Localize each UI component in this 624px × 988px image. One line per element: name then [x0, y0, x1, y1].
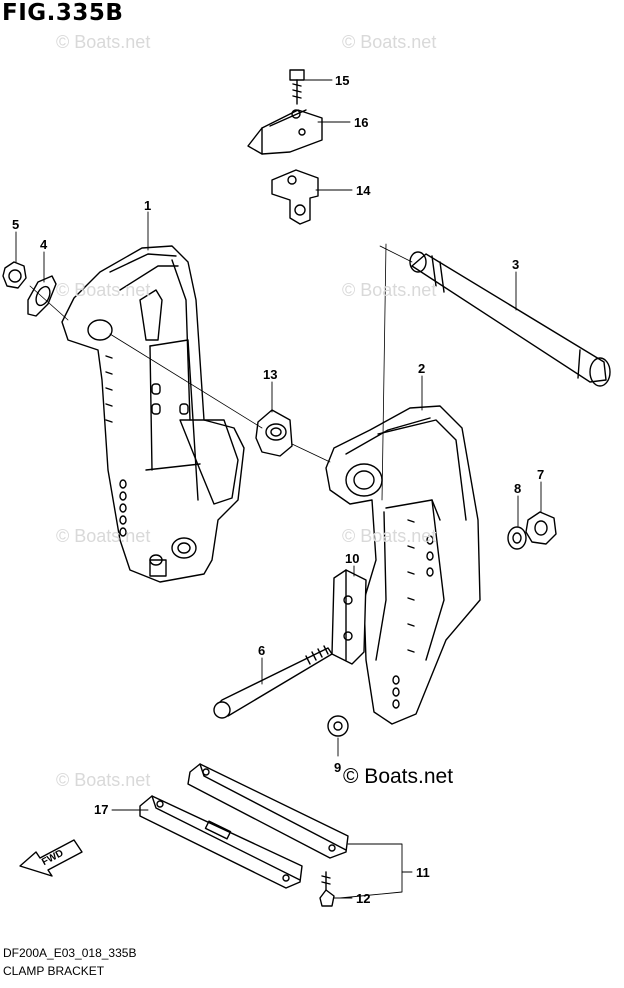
watermark: © Boats.net	[56, 526, 151, 546]
part-4-washer	[27, 275, 57, 317]
part-9-washer	[327, 715, 349, 737]
callout-11: 11	[416, 865, 430, 880]
callout-2: 2	[418, 361, 425, 376]
figure-caption: CLAMP BRACKET	[3, 964, 105, 978]
callout-10: 10	[345, 551, 359, 566]
callout-9: 9	[334, 760, 341, 775]
watermark: © Boats.net	[56, 32, 151, 52]
callout-14: 14	[356, 183, 371, 198]
figure-title: FIG.335B	[2, 0, 124, 26]
part-11-pad-upper	[187, 763, 349, 859]
fwd-arrow-icon	[19, 839, 83, 877]
watermark: © Boats.net	[342, 526, 437, 546]
part-15-bolt	[289, 69, 305, 105]
part-16-cover	[247, 109, 323, 155]
part-12-screw	[319, 871, 335, 907]
watermark: © Boats.net	[56, 770, 151, 790]
callout-1: 1	[144, 198, 151, 213]
callout-8: 8	[514, 481, 521, 496]
part-13-bushing	[255, 409, 293, 457]
callout-4: 4	[40, 237, 48, 252]
callout-17: 17	[94, 802, 108, 817]
part-14-bracket	[271, 169, 319, 225]
part-11-pad-lower	[139, 795, 303, 889]
part-8-washer	[507, 526, 527, 550]
watermark: © Boats.net	[56, 280, 151, 300]
watermark: © Boats.net	[342, 32, 437, 52]
callout-12: 12	[356, 891, 370, 906]
callout-15: 15	[335, 73, 349, 88]
callout-3: 3	[512, 257, 519, 272]
leader-lines	[15, 79, 542, 899]
callout-6: 6	[258, 643, 265, 658]
part-1-clamp-bracket-left	[61, 245, 245, 583]
callout-7: 7	[537, 467, 544, 482]
watermark: © Boats.net	[342, 280, 437, 300]
assembly-lines	[29, 243, 413, 501]
part-2-clamp-bracket-right	[325, 405, 481, 725]
part-6-bolt	[213, 645, 333, 719]
part-3-tilt-tube	[409, 251, 611, 387]
figure-code: DF200A_E03_018_335B	[3, 946, 137, 960]
part-10-plate	[331, 569, 367, 665]
part-5-nut	[2, 261, 27, 289]
part-7-nut	[525, 511, 557, 545]
callout-13: 13	[263, 367, 277, 382]
callout-5: 5	[12, 217, 19, 232]
callout-16: 16	[354, 115, 368, 130]
watermark-main: © Boats.net	[343, 765, 454, 788]
